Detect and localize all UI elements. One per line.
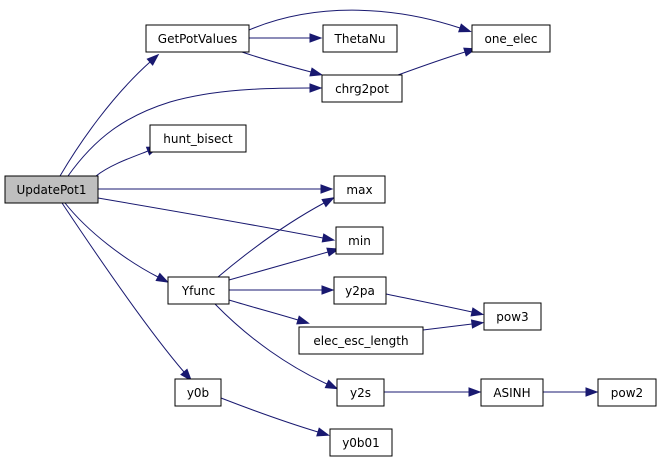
node-label-hunt_bisect: hunt_bisect [163, 132, 233, 146]
node-label-pow3: pow3 [496, 310, 528, 324]
node-label-min: min [348, 234, 371, 248]
node-label-one_elec: one_elec [484, 32, 537, 46]
edge-line [228, 251, 329, 281]
arrow-head-icon [309, 33, 323, 43]
node-label-UpdatePot1: UpdatePot1 [17, 183, 87, 197]
edges [59, 9, 599, 437]
node-label-ThetaNu: ThetaNu [334, 32, 386, 46]
edge-UpdatePot1-to-hunt_bisect [95, 146, 160, 177]
node-label-y0b: y0b [187, 386, 209, 400]
edge-line [422, 323, 473, 331]
edge-Yfunc-to-max [217, 197, 335, 278]
edge-Yfunc-to-y2s [214, 303, 339, 390]
node-y2s[interactable]: y2s [336, 378, 385, 407]
node-label-chrg2pot: chrg2pot [335, 82, 389, 96]
arrow-head-icon [180, 368, 193, 382]
edge-Yfunc-to-y2pa [229, 285, 335, 295]
edge-line [220, 397, 319, 433]
node-UpdatePot1[interactable]: UpdatePot1 [4, 175, 99, 204]
edge-GetPotValues-to-one_elec [248, 9, 472, 33]
arrow-head-icon [146, 53, 160, 66]
edge-UpdatePot1-to-max [98, 184, 334, 194]
node-label-pow2: pow2 [611, 386, 643, 400]
arrow-head-icon [320, 184, 334, 194]
edge-Yfunc-to-elec_esc_length [228, 299, 310, 325]
edge-UpdatePot1-to-chrg2pot [67, 83, 323, 177]
edge-line [217, 202, 325, 278]
node-Yfunc[interactable]: Yfunc [167, 276, 230, 305]
edge-UpdatePot1-to-min [97, 197, 336, 243]
arrow-head-icon [324, 379, 339, 390]
arrow-head-icon [470, 319, 485, 329]
edge-line [385, 293, 473, 313]
node-hunt_bisect[interactable]: hunt_bisect [149, 124, 247, 153]
edge-line [59, 61, 151, 177]
node-pow3[interactable]: pow3 [483, 302, 542, 331]
edge-line [95, 150, 149, 177]
arrow-head-icon [458, 23, 472, 33]
node-label-ASINH: ASINH [493, 386, 530, 400]
node-chrg2pot[interactable]: chrg2pot [321, 74, 403, 103]
edge-UpdatePot1-to-GetPotValues [59, 53, 160, 177]
node-label-y0b01: y0b01 [342, 436, 380, 450]
edge-chrg2pot-to-one_elec [397, 47, 477, 76]
edge-elec_esc_length-to-pow3 [422, 319, 485, 331]
node-GetPotValues[interactable]: GetPotValues [145, 24, 250, 53]
edge-line [61, 202, 185, 373]
edge-line [241, 51, 312, 73]
node-label-y2s: y2s [350, 386, 371, 400]
arrow-head-icon [309, 67, 324, 77]
edge-line [67, 87, 311, 177]
edge-y0b-to-y0b01 [220, 397, 330, 437]
arrow-head-icon [155, 272, 170, 283]
nodes: UpdatePot1 GetPotValues ThetaNu one_elec… [4, 24, 657, 457]
edge-UpdatePot1-to-y0b [61, 202, 193, 382]
edge-y2pa-to-pow3 [385, 293, 485, 317]
edge-UpdatePot1-to-Yfunc [64, 202, 170, 283]
edge-ASINH-to-pow2 [543, 387, 599, 397]
node-y0b01[interactable]: y0b01 [329, 428, 393, 457]
arrow-head-icon [321, 233, 336, 243]
arrow-head-icon [468, 387, 482, 397]
arrow-head-icon [316, 427, 330, 437]
edge-line [97, 197, 324, 239]
node-max[interactable]: max [333, 175, 386, 204]
edge-GetPotValues-to-ThetaNu [249, 33, 323, 43]
node-label-max: max [346, 183, 372, 197]
node-y2pa[interactable]: y2pa [333, 276, 387, 305]
arrow-head-icon [470, 307, 485, 317]
arrow-head-icon [585, 387, 599, 397]
node-label-elec_esc_length: elec_esc_length [313, 334, 408, 348]
node-y0b[interactable]: y0b [174, 378, 222, 407]
edge-line [214, 303, 328, 385]
edge-line [228, 299, 299, 321]
edge-line [248, 9, 461, 31]
node-label-Yfunc: Yfunc [181, 284, 215, 298]
edge-y2s-to-ASINH [384, 387, 482, 397]
edge-line [397, 51, 466, 76]
node-ASINH[interactable]: ASINH [480, 378, 544, 407]
edge-GetPotValues-to-chrg2pot [241, 51, 324, 77]
arrow-head-icon [321, 197, 335, 208]
node-ThetaNu[interactable]: ThetaNu [322, 24, 398, 53]
edge-line [64, 202, 159, 278]
node-min[interactable]: min [335, 226, 384, 255]
node-pow2[interactable]: pow2 [597, 378, 657, 407]
node-one_elec[interactable]: one_elec [471, 24, 551, 53]
node-label-GetPotValues: GetPotValues [158, 32, 237, 46]
arrow-head-icon [296, 315, 310, 325]
arrow-head-icon [321, 285, 335, 295]
arrow-head-icon [309, 83, 323, 93]
edge-Yfunc-to-min [228, 247, 340, 281]
node-label-y2pa: y2pa [345, 284, 375, 298]
node-elec_esc_length[interactable]: elec_esc_length [298, 326, 424, 355]
